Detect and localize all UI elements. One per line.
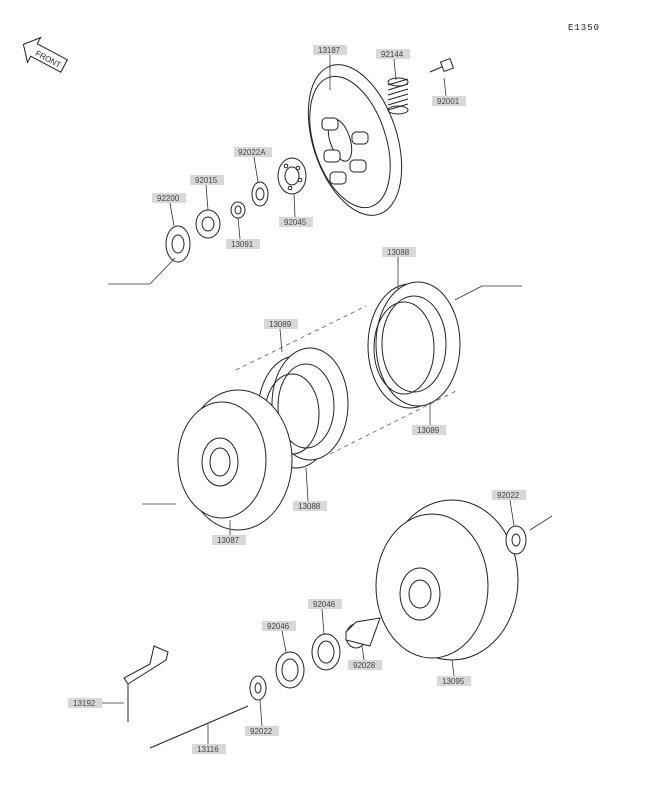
part-label-92022-right[interactable]: 92022 [492, 490, 526, 500]
svg-text:92046: 92046 [267, 622, 290, 631]
part-label-13089-upper[interactable]: 13089 [264, 319, 298, 329]
part-label-13091[interactable]: 13091 [226, 239, 260, 249]
washer-a [251, 181, 269, 207]
push-rod [149, 705, 249, 749]
pressure-plate [307, 64, 403, 216]
part-label-92015[interactable]: 92015 [190, 175, 224, 185]
svg-text:13088: 13088 [387, 248, 410, 257]
svg-text:13192: 13192 [73, 699, 96, 708]
pusher [230, 201, 246, 219]
front-arrow-icon: FRONT [22, 36, 69, 73]
spline-washer [165, 225, 191, 263]
washer-right [505, 525, 527, 555]
svg-text:92022: 92022 [497, 491, 520, 500]
clutch-housing [375, 499, 519, 661]
svg-text:92046: 92046 [313, 600, 336, 609]
part-label-13088-mid[interactable]: 13088 [293, 501, 327, 511]
part-label-13087[interactable]: 13087 [212, 535, 246, 545]
part-label-13192[interactable]: 13192 [68, 698, 102, 708]
svg-text:13089: 13089 [417, 426, 440, 435]
part-label-92022-lower[interactable]: 92022 [245, 726, 279, 736]
svg-text:92022A: 92022A [238, 148, 266, 157]
svg-text:92200: 92200 [157, 194, 180, 203]
diagram-code: E1350 [568, 23, 600, 33]
svg-text:13088: 13088 [298, 502, 321, 511]
part-label-92022A[interactable]: 92022A [234, 147, 272, 157]
part-label-13095[interactable]: 13095 [437, 676, 471, 686]
clutch-spring [387, 77, 409, 115]
washer-lower [249, 675, 267, 701]
svg-text:92144: 92144 [381, 50, 404, 59]
friction-plates [367, 281, 461, 409]
part-label-92001[interactable]: 92001 [432, 96, 466, 106]
svg-text:92015: 92015 [195, 176, 218, 185]
svg-text:13087: 13087 [217, 536, 240, 545]
svg-text:13089: 13089 [269, 320, 292, 329]
sleeve-collar [345, 617, 381, 649]
ball-bearing [277, 157, 307, 195]
part-label-92045[interactable]: 92045 [279, 217, 313, 227]
part-label-92046-upper[interactable]: 92046 [308, 599, 342, 609]
svg-text:92022: 92022 [250, 727, 273, 736]
svg-text:13187: 13187 [318, 46, 341, 55]
part-label-13088-top[interactable]: 13088 [382, 247, 416, 257]
part-label-13116[interactable]: 13116 [192, 744, 226, 754]
part-label-92046-lower[interactable]: 92046 [262, 621, 296, 631]
release-lever [123, 645, 169, 722]
needle-bearing-1 [311, 633, 341, 671]
needle-bearing-2 [275, 651, 305, 689]
svg-text:92028: 92028 [353, 661, 376, 670]
part-label-13187[interactable]: 13187 [313, 45, 347, 55]
svg-text:13095: 13095 [442, 677, 465, 686]
svg-text:13091: 13091 [231, 240, 254, 249]
svg-text:92045: 92045 [284, 218, 307, 227]
hub-nut [195, 209, 221, 239]
svg-text:13116: 13116 [197, 745, 219, 754]
part-label-92200[interactable]: 92200 [152, 193, 186, 203]
part-label-13089-lower[interactable]: 13089 [412, 425, 446, 435]
clutch-hub [177, 389, 293, 531]
part-label-92028[interactable]: 92028 [348, 660, 382, 670]
bolt [429, 57, 455, 73]
part-label-92144[interactable]: 92144 [376, 49, 410, 59]
svg-text:92001: 92001 [437, 97, 460, 106]
